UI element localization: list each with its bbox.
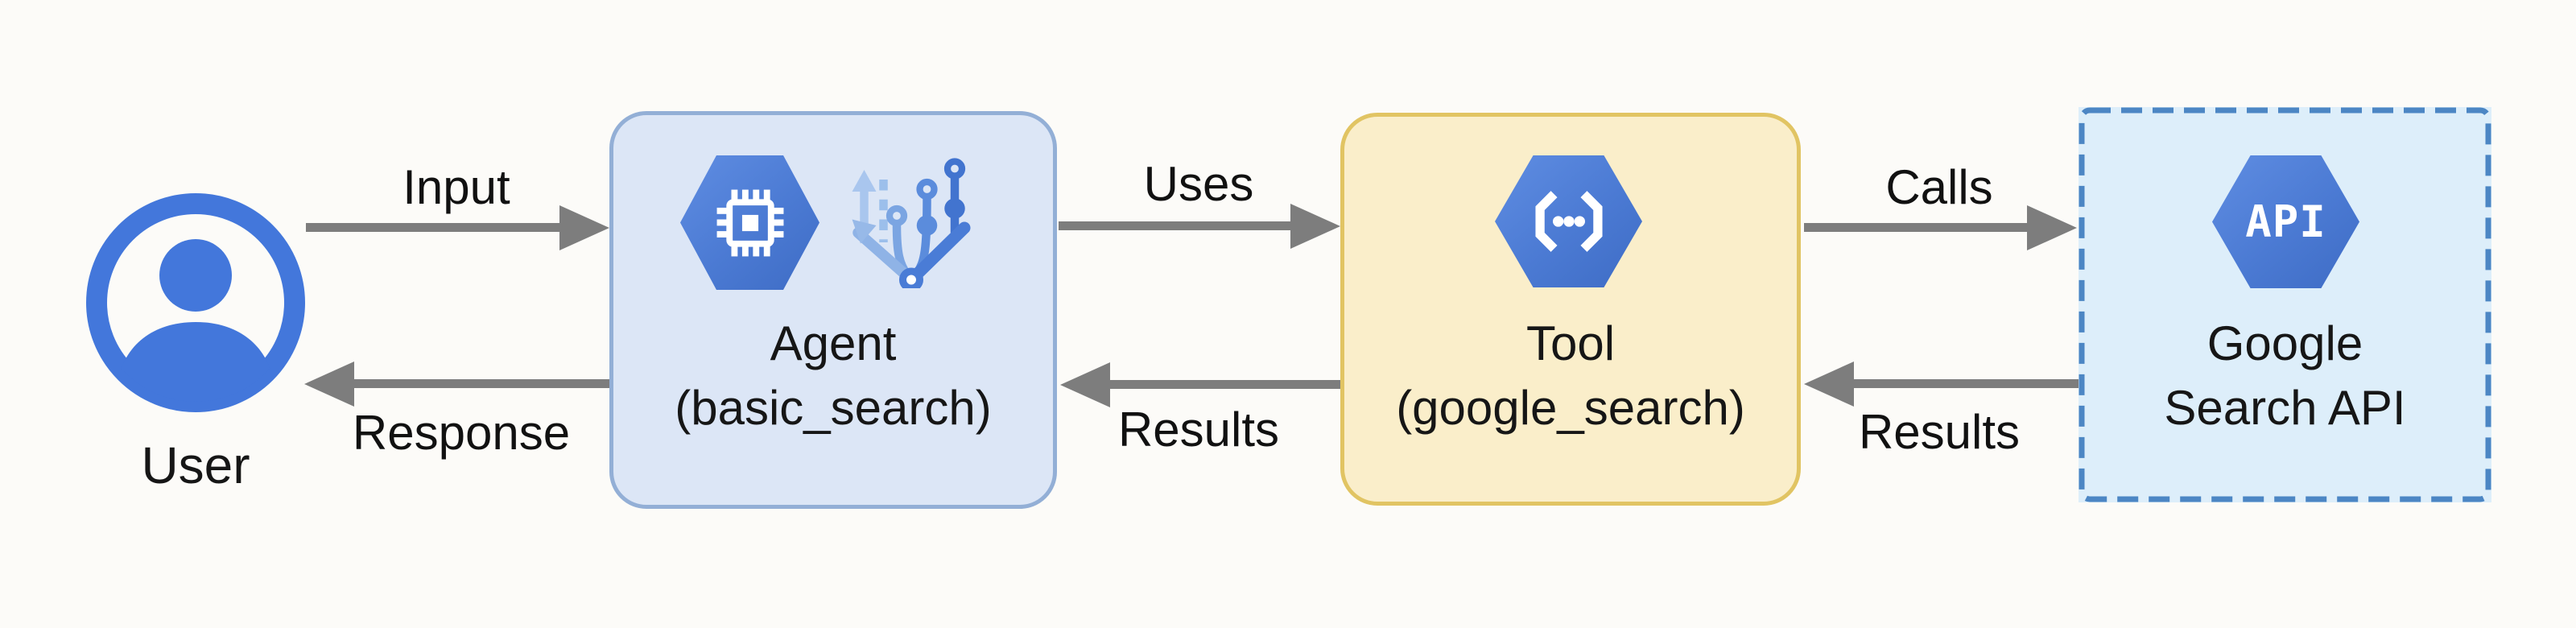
arrow-calls-head <box>2027 205 2077 250</box>
tool-subtitle: (google_search) <box>1396 381 1745 435</box>
user-avatar-icon <box>86 193 305 412</box>
tool-text: Tool (google_search) <box>1344 312 1797 440</box>
agent-node: Agent (basic_search) <box>609 111 1057 509</box>
arrow-response-head <box>304 362 354 407</box>
user-label: User <box>141 436 250 494</box>
google-search-api-node: API Google Search API <box>2079 107 2491 502</box>
arrow-uses-shaft <box>1059 221 1290 230</box>
arrow-response-shaft <box>354 379 611 388</box>
arrow-calls-label: Calls <box>1885 160 1993 214</box>
arrow-results-to-agent-label: Results <box>1117 403 1280 457</box>
arrow-uses-head <box>1290 204 1340 249</box>
arrow-calls-shaft <box>1804 223 2027 232</box>
api-text: Google Search API <box>2079 312 2491 440</box>
code-brackets-dots-icon <box>1534 191 1603 252</box>
api-hexagon-label: API <box>2245 196 2326 247</box>
tool-hexagon <box>1495 155 1642 287</box>
agent-text: Agent (basic_search) <box>613 312 1053 440</box>
arrow-results-to-agent-head <box>1060 362 1110 407</box>
agent-subtitle: (basic_search) <box>675 381 992 435</box>
arrow-results-to-tool-label: Results <box>1858 405 2021 459</box>
arrow-uses-label: Uses <box>1143 157 1254 211</box>
api-title-line1: Google <box>2207 316 2363 370</box>
arrow-response-label: Response <box>352 406 571 460</box>
agent-title: Agent <box>770 316 897 370</box>
tool-node: Tool (google_search) <box>1340 113 1801 506</box>
arrow-input-shaft <box>306 223 559 232</box>
arrow-input-head <box>559 205 609 250</box>
cpu-chip-icon <box>716 189 783 256</box>
arrow-results-to-agent-shaft <box>1110 380 1342 389</box>
arrow-results-to-tool-shaft <box>1854 379 2079 388</box>
api-title-line2: Search API <box>2164 381 2406 435</box>
branching-paths-icon <box>852 158 971 288</box>
arrow-results-to-tool-head <box>1804 362 1854 407</box>
dashed-border <box>2079 107 2491 502</box>
arrow-input-label: Input <box>402 160 510 214</box>
agent-hexagon <box>680 155 819 290</box>
tool-title: Tool <box>1525 316 1616 370</box>
